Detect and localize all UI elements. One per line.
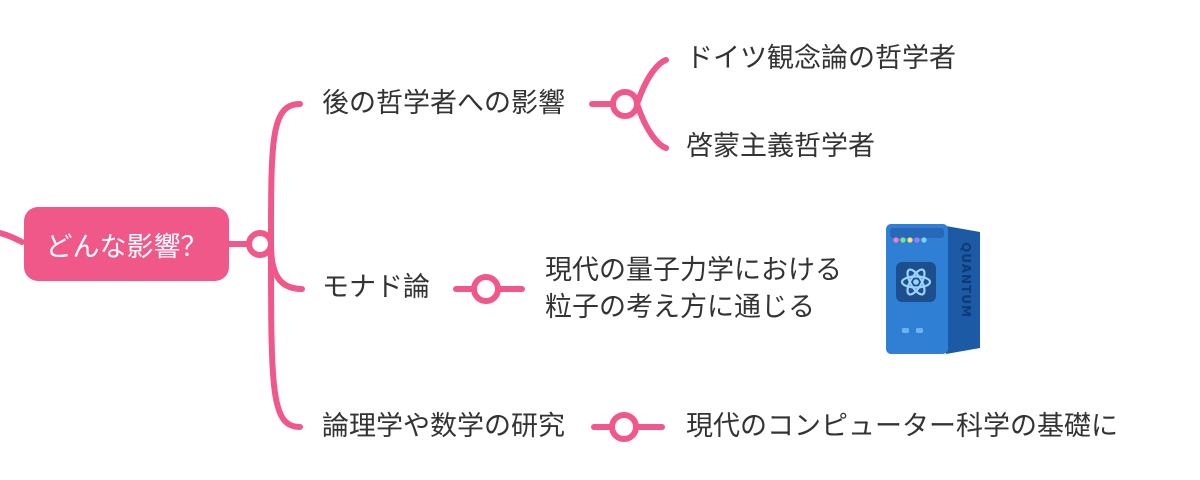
device-side-panel bbox=[946, 226, 980, 354]
device-side-text: QUANTUM bbox=[959, 242, 973, 318]
branch3-hub-node bbox=[609, 412, 639, 442]
leaf-node[interactable]: 現代の量子力学における 粒子の考え方に通じる bbox=[545, 252, 842, 326]
branch-connector-2 bbox=[268, 241, 305, 292]
branch2-hub-node bbox=[471, 274, 501, 304]
branch-connector-3 bbox=[268, 241, 303, 430]
leaf-label-line: 現代の量子力学における bbox=[545, 255, 842, 286]
leaf-node[interactable]: ドイツ観念論の哲学者 bbox=[686, 41, 956, 77]
atom-icon bbox=[900, 268, 932, 296]
branch1-hub-node bbox=[610, 89, 640, 119]
branch-node-logic-math[interactable]: 論理学や数学の研究 bbox=[322, 409, 565, 445]
branch1-child-connector-1 bbox=[634, 57, 669, 107]
quantum-computer-illustration: QUANTUM bbox=[886, 224, 980, 354]
leaf-node[interactable]: 現代のコンピューター科学の基礎に bbox=[686, 409, 1118, 445]
branch1-child-connector-2 bbox=[634, 101, 669, 151]
branch-label: モナド論 bbox=[322, 272, 430, 303]
branch-node-influence[interactable]: 後の哲学者への影響 bbox=[322, 86, 565, 122]
root-hub-node bbox=[246, 230, 274, 258]
leaf-node[interactable]: 啓蒙主義哲学者 bbox=[686, 129, 875, 165]
branch-label: 論理学や数学の研究 bbox=[322, 411, 565, 442]
leaf-label: ドイツ観念論の哲学者 bbox=[686, 43, 956, 74]
root-left-connector bbox=[0, 230, 25, 245]
branch-label: 後の哲学者への影響 bbox=[322, 88, 565, 119]
branch-connector-1 bbox=[268, 101, 303, 247]
leaf-label: 現代のコンピューター科学の基礎に bbox=[686, 411, 1118, 442]
leaf-label-line: 粒子の考え方に通じる bbox=[545, 292, 815, 323]
root-label: どんな影響？ bbox=[45, 231, 208, 263]
root-node[interactable]: どんな影響？ bbox=[24, 207, 229, 281]
leaf-label: 啓蒙主義哲学者 bbox=[686, 131, 875, 162]
branch-node-monadology[interactable]: モナド論 bbox=[322, 270, 430, 306]
